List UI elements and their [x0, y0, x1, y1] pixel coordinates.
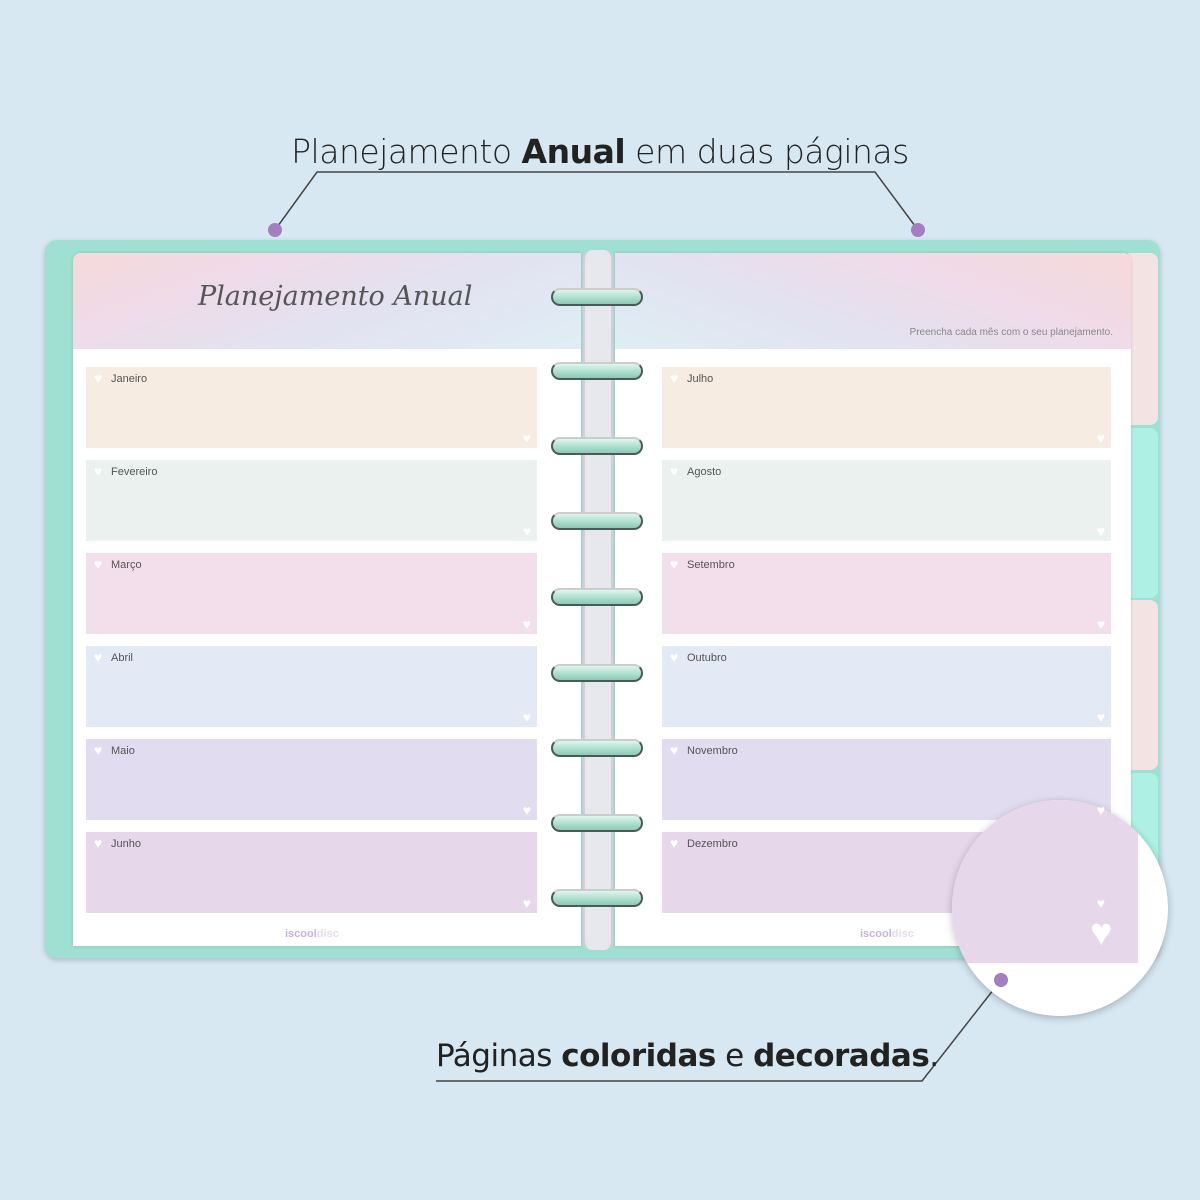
headline-bold: Anual	[521, 132, 626, 171]
month-label: Setembro	[687, 559, 735, 571]
heart-icon: ♥	[94, 370, 103, 386]
heart-icon: ♥	[670, 649, 679, 665]
binder-ring	[551, 814, 643, 832]
month-label: Agosto	[687, 466, 722, 478]
page-header: Preencha cada mês com o seu planejamento…	[615, 253, 1131, 349]
binder-ring	[551, 588, 643, 606]
month-label: Janeiro	[111, 373, 148, 385]
heart-icon: ♥	[670, 463, 679, 479]
annotation-dot	[268, 223, 282, 237]
heart-icon: ♥	[94, 835, 103, 851]
month-label: Outubro	[687, 652, 727, 664]
caption: Páginas coloridas e decoradas.	[436, 1038, 939, 1074]
month-box[interactable]: ♥ Fevereiro ♥	[86, 460, 537, 541]
heart-icon: ♥	[1096, 895, 1105, 911]
heart-icon: ♥	[522, 802, 531, 818]
heart-icon: ♥	[94, 556, 103, 572]
heart-icon: ♥	[522, 430, 531, 446]
binder-ring	[551, 739, 643, 757]
heart-icon: ♥	[670, 835, 679, 851]
heart-icon: ♥	[1096, 709, 1105, 725]
month-label: Novembro	[687, 745, 738, 757]
month-box[interactable]: ♥ Maio ♥	[86, 739, 537, 820]
heart-icon: ♥	[1096, 802, 1105, 818]
left-page: Planejamento Anual iscooldisc ♥ Janeiro …	[73, 253, 581, 946]
month-label: Março	[111, 559, 142, 571]
headline: Planejamento Anual em duas páginas	[0, 132, 1200, 171]
magnifier-detail: ♥	[952, 800, 1168, 1016]
heart-icon: ♥	[522, 523, 531, 539]
month-box[interactable]: ♥ Janeiro ♥	[86, 367, 537, 448]
heart-icon: ♥	[1090, 912, 1113, 954]
divider-tab[interactable]	[1128, 253, 1158, 425]
divider-tab[interactable]	[1128, 428, 1158, 598]
logo: iscooldisc	[860, 928, 914, 940]
month-box[interactable]: ♥ Março ♥	[86, 553, 537, 634]
month-label: Abril	[111, 652, 134, 664]
month-box[interactable]: ♥ Agosto ♥	[662, 460, 1111, 541]
page-subtitle: Preencha cada mês com o seu planejamento…	[909, 327, 1113, 338]
month-box[interactable]: ♥ Abril ♥	[86, 646, 537, 727]
binder-ring	[551, 362, 643, 380]
month-label: Dezembro	[687, 838, 738, 850]
heart-icon: ♥	[522, 616, 531, 632]
month-label: Julho	[687, 373, 714, 385]
divider-tab[interactable]	[1128, 600, 1158, 770]
headline-text-end: em duas páginas	[625, 132, 909, 171]
month-label: Maio	[111, 745, 135, 757]
heart-icon: ♥	[522, 895, 531, 911]
month-label: Junho	[111, 838, 141, 850]
month-box[interactable]: ♥ Setembro ♥	[662, 553, 1111, 634]
month-label: Fevereiro	[111, 466, 158, 478]
page-header: Planejamento Anual	[73, 253, 581, 349]
heart-icon: ♥	[94, 463, 103, 479]
heart-icon: ♥	[94, 742, 103, 758]
heart-icon: ♥	[522, 709, 531, 725]
binder-ring	[551, 664, 643, 682]
headline-text: Planejamento	[291, 132, 522, 171]
heart-icon: ♥	[1096, 430, 1105, 446]
page-title: Planejamento Anual	[198, 281, 473, 312]
zoomed-month-box	[952, 800, 1138, 963]
binder-ring	[551, 437, 643, 455]
annotation-dot	[994, 973, 1008, 987]
heart-icon: ♥	[1096, 616, 1105, 632]
heart-icon: ♥	[670, 556, 679, 572]
binder-ring	[551, 288, 643, 306]
binder-ring	[551, 512, 643, 530]
month-box[interactable]: ♥ Julho ♥	[662, 367, 1111, 448]
binder-ring	[551, 889, 643, 907]
heart-icon: ♥	[1096, 523, 1105, 539]
heart-icon: ♥	[670, 370, 679, 386]
right-page: Preencha cada mês com o seu planejamento…	[615, 253, 1131, 946]
logo: iscooldisc	[285, 928, 339, 940]
month-box[interactable]: ♥ Junho ♥	[86, 832, 537, 913]
annotation-dot	[911, 223, 925, 237]
heart-icon: ♥	[94, 649, 103, 665]
heart-icon: ♥	[670, 742, 679, 758]
month-box[interactable]: ♥ Outubro ♥	[662, 646, 1111, 727]
